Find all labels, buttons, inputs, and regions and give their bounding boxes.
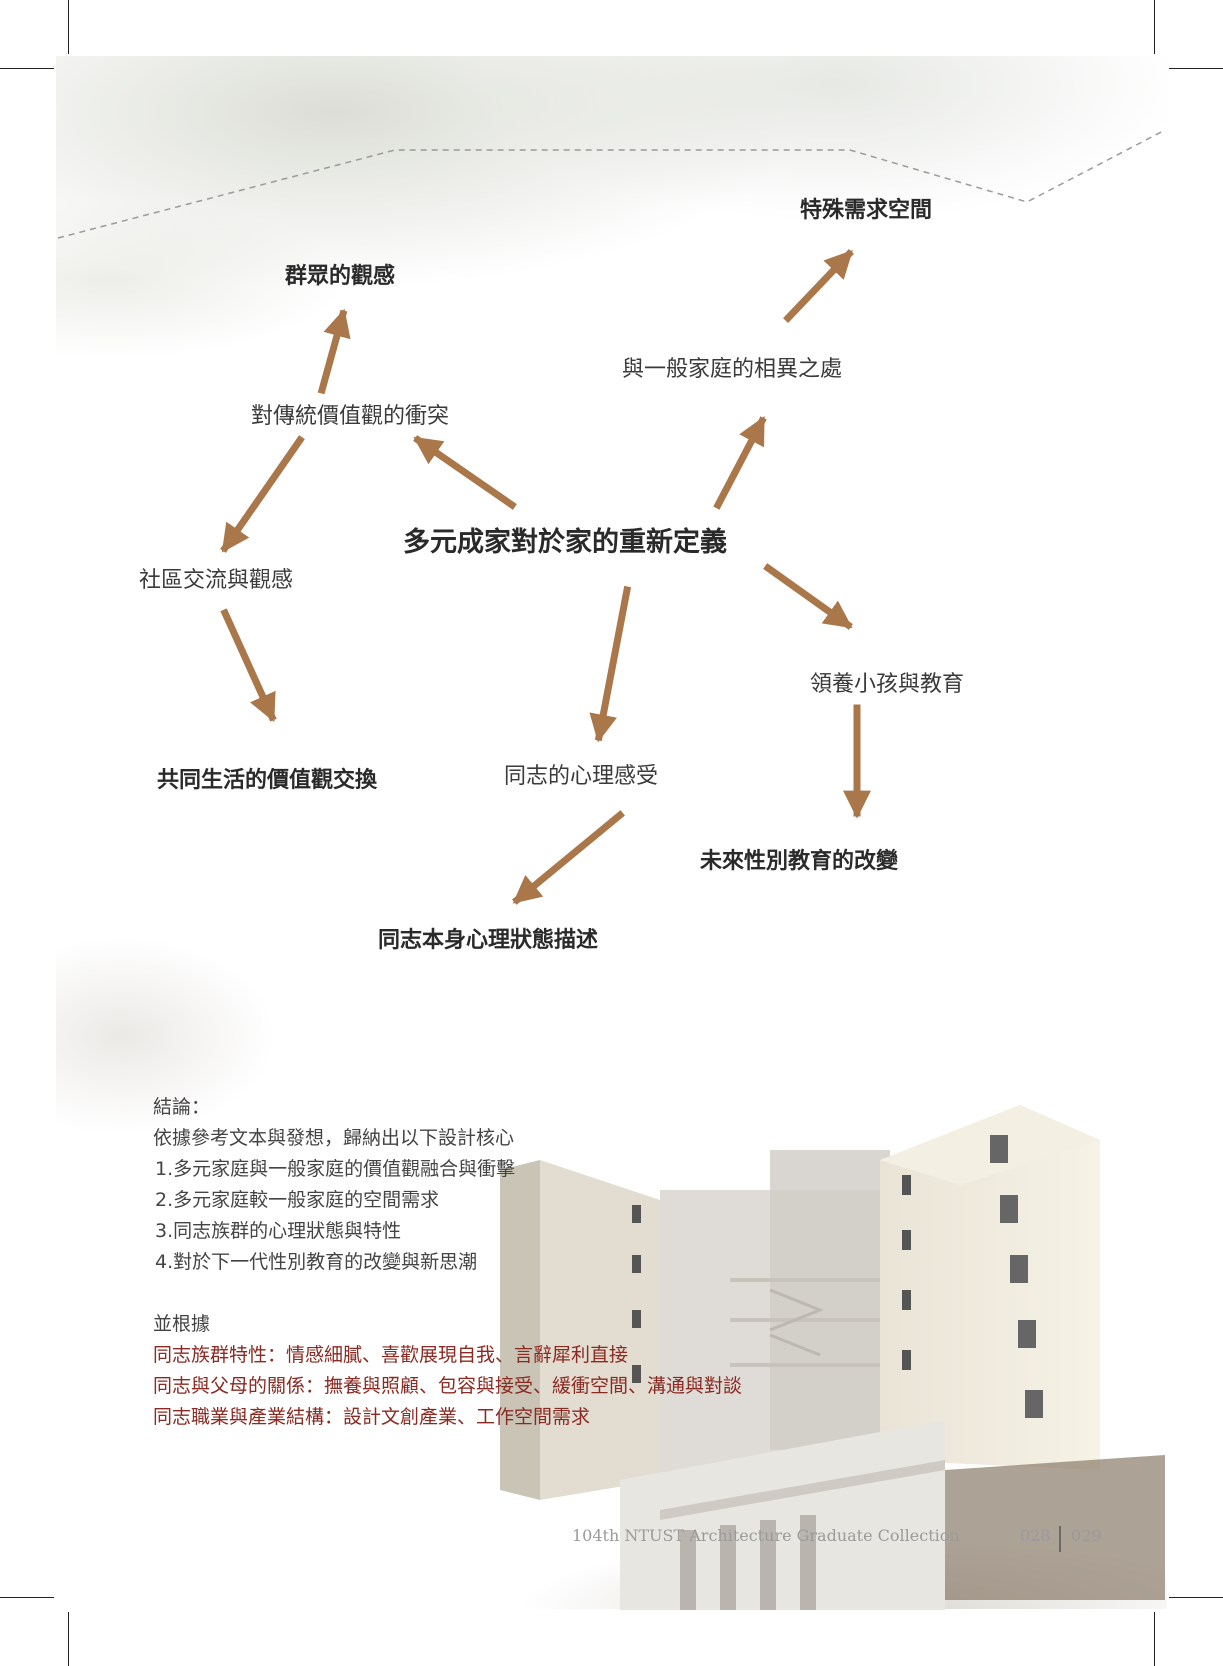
arrow-psychology-to-self — [512, 810, 625, 905]
node-public-perception: 群眾的觀感 — [285, 264, 396, 289]
basis-item: 同志職業與產業結構：設計文創產業、工作空間需求 — [153, 1406, 591, 1428]
node-traditional-conflict: 對傳統價值觀的衝突 — [251, 404, 450, 429]
node-community: 社區交流與觀感 — [139, 568, 294, 593]
arrow-center-to-traditional-conflict — [413, 435, 517, 510]
conclusion-item: 4.對於下一代性別教育的改變與新思潮 — [155, 1251, 478, 1273]
arrow-community-to-shared — [220, 608, 277, 723]
node-special-space: 特殊需求空間 — [800, 198, 933, 223]
watercolor-smudge — [56, 936, 276, 1136]
arrow-center-to-differences — [713, 416, 767, 510]
crop-mark — [1154, 1612, 1155, 1666]
node-future-education: 未來性別教育的改變 — [700, 849, 899, 874]
node-self-description: 同志本身心理狀態描述 — [378, 928, 599, 953]
conclusion-block: 結論： 依據參考文本與發想，歸納出以下設計核心 1.多元家庭與一般家庭的價值觀融… — [153, 1092, 742, 1433]
arrow-differences-to-special — [783, 249, 854, 323]
building-illustration — [500, 1105, 1165, 1610]
conclusion-intro: 依據參考文本與發想，歸納出以下設計核心 — [153, 1127, 515, 1149]
node-shared-values: 共同生活的價值觀交換 — [157, 768, 378, 793]
dashed-horizon-line — [57, 129, 1166, 239]
conclusion-title: 結論： — [153, 1096, 211, 1118]
conclusion-item: 1.多元家庭與一般家庭的價值觀融合與衝擊 — [155, 1158, 516, 1180]
conclusion-item: 2.多元家庭較一般家庭的空間需求 — [155, 1189, 440, 1211]
basis-item: 同志與父母的關係：撫養與照顧、包容與接受、緩衝空間、溝通與對談 — [153, 1375, 743, 1397]
arrow-traditional-to-community — [220, 435, 305, 553]
arrow-traditional-to-public — [317, 308, 351, 395]
page-number-right: 029 — [1071, 1526, 1102, 1545]
conclusion-item: 3.同志族群的心理狀態與特性 — [155, 1220, 402, 1242]
page-number-left: 028 — [1020, 1526, 1051, 1545]
spacer — [153, 1278, 742, 1309]
node-differences: 與一般家庭的相異之處 — [622, 357, 843, 382]
diagram-arrows — [220, 249, 871, 905]
crop-mark — [0, 68, 54, 69]
arrow-center-to-psychology — [589, 585, 632, 743]
crop-mark — [68, 1612, 69, 1666]
arrow-center-to-adoption — [763, 563, 853, 630]
crop-mark — [1169, 1597, 1223, 1598]
node-adoption: 領養小孩與教育 — [810, 672, 965, 697]
basis-item: 同志族群特性：情感細膩、喜歡展現自我、言辭犀利直接 — [153, 1344, 629, 1366]
crop-mark — [68, 0, 69, 54]
node-psychology: 同志的心理感受 — [504, 764, 659, 789]
crop-mark — [1169, 68, 1223, 69]
basis-title: 並根據 — [153, 1313, 211, 1335]
crop-mark — [1154, 0, 1155, 54]
diagram-center-node: 多元成家對於家的重新定義 — [403, 527, 727, 558]
collection-title: 104th NTUST Architecture Graduate Collec… — [572, 1526, 960, 1545]
crop-mark — [0, 1597, 54, 1598]
